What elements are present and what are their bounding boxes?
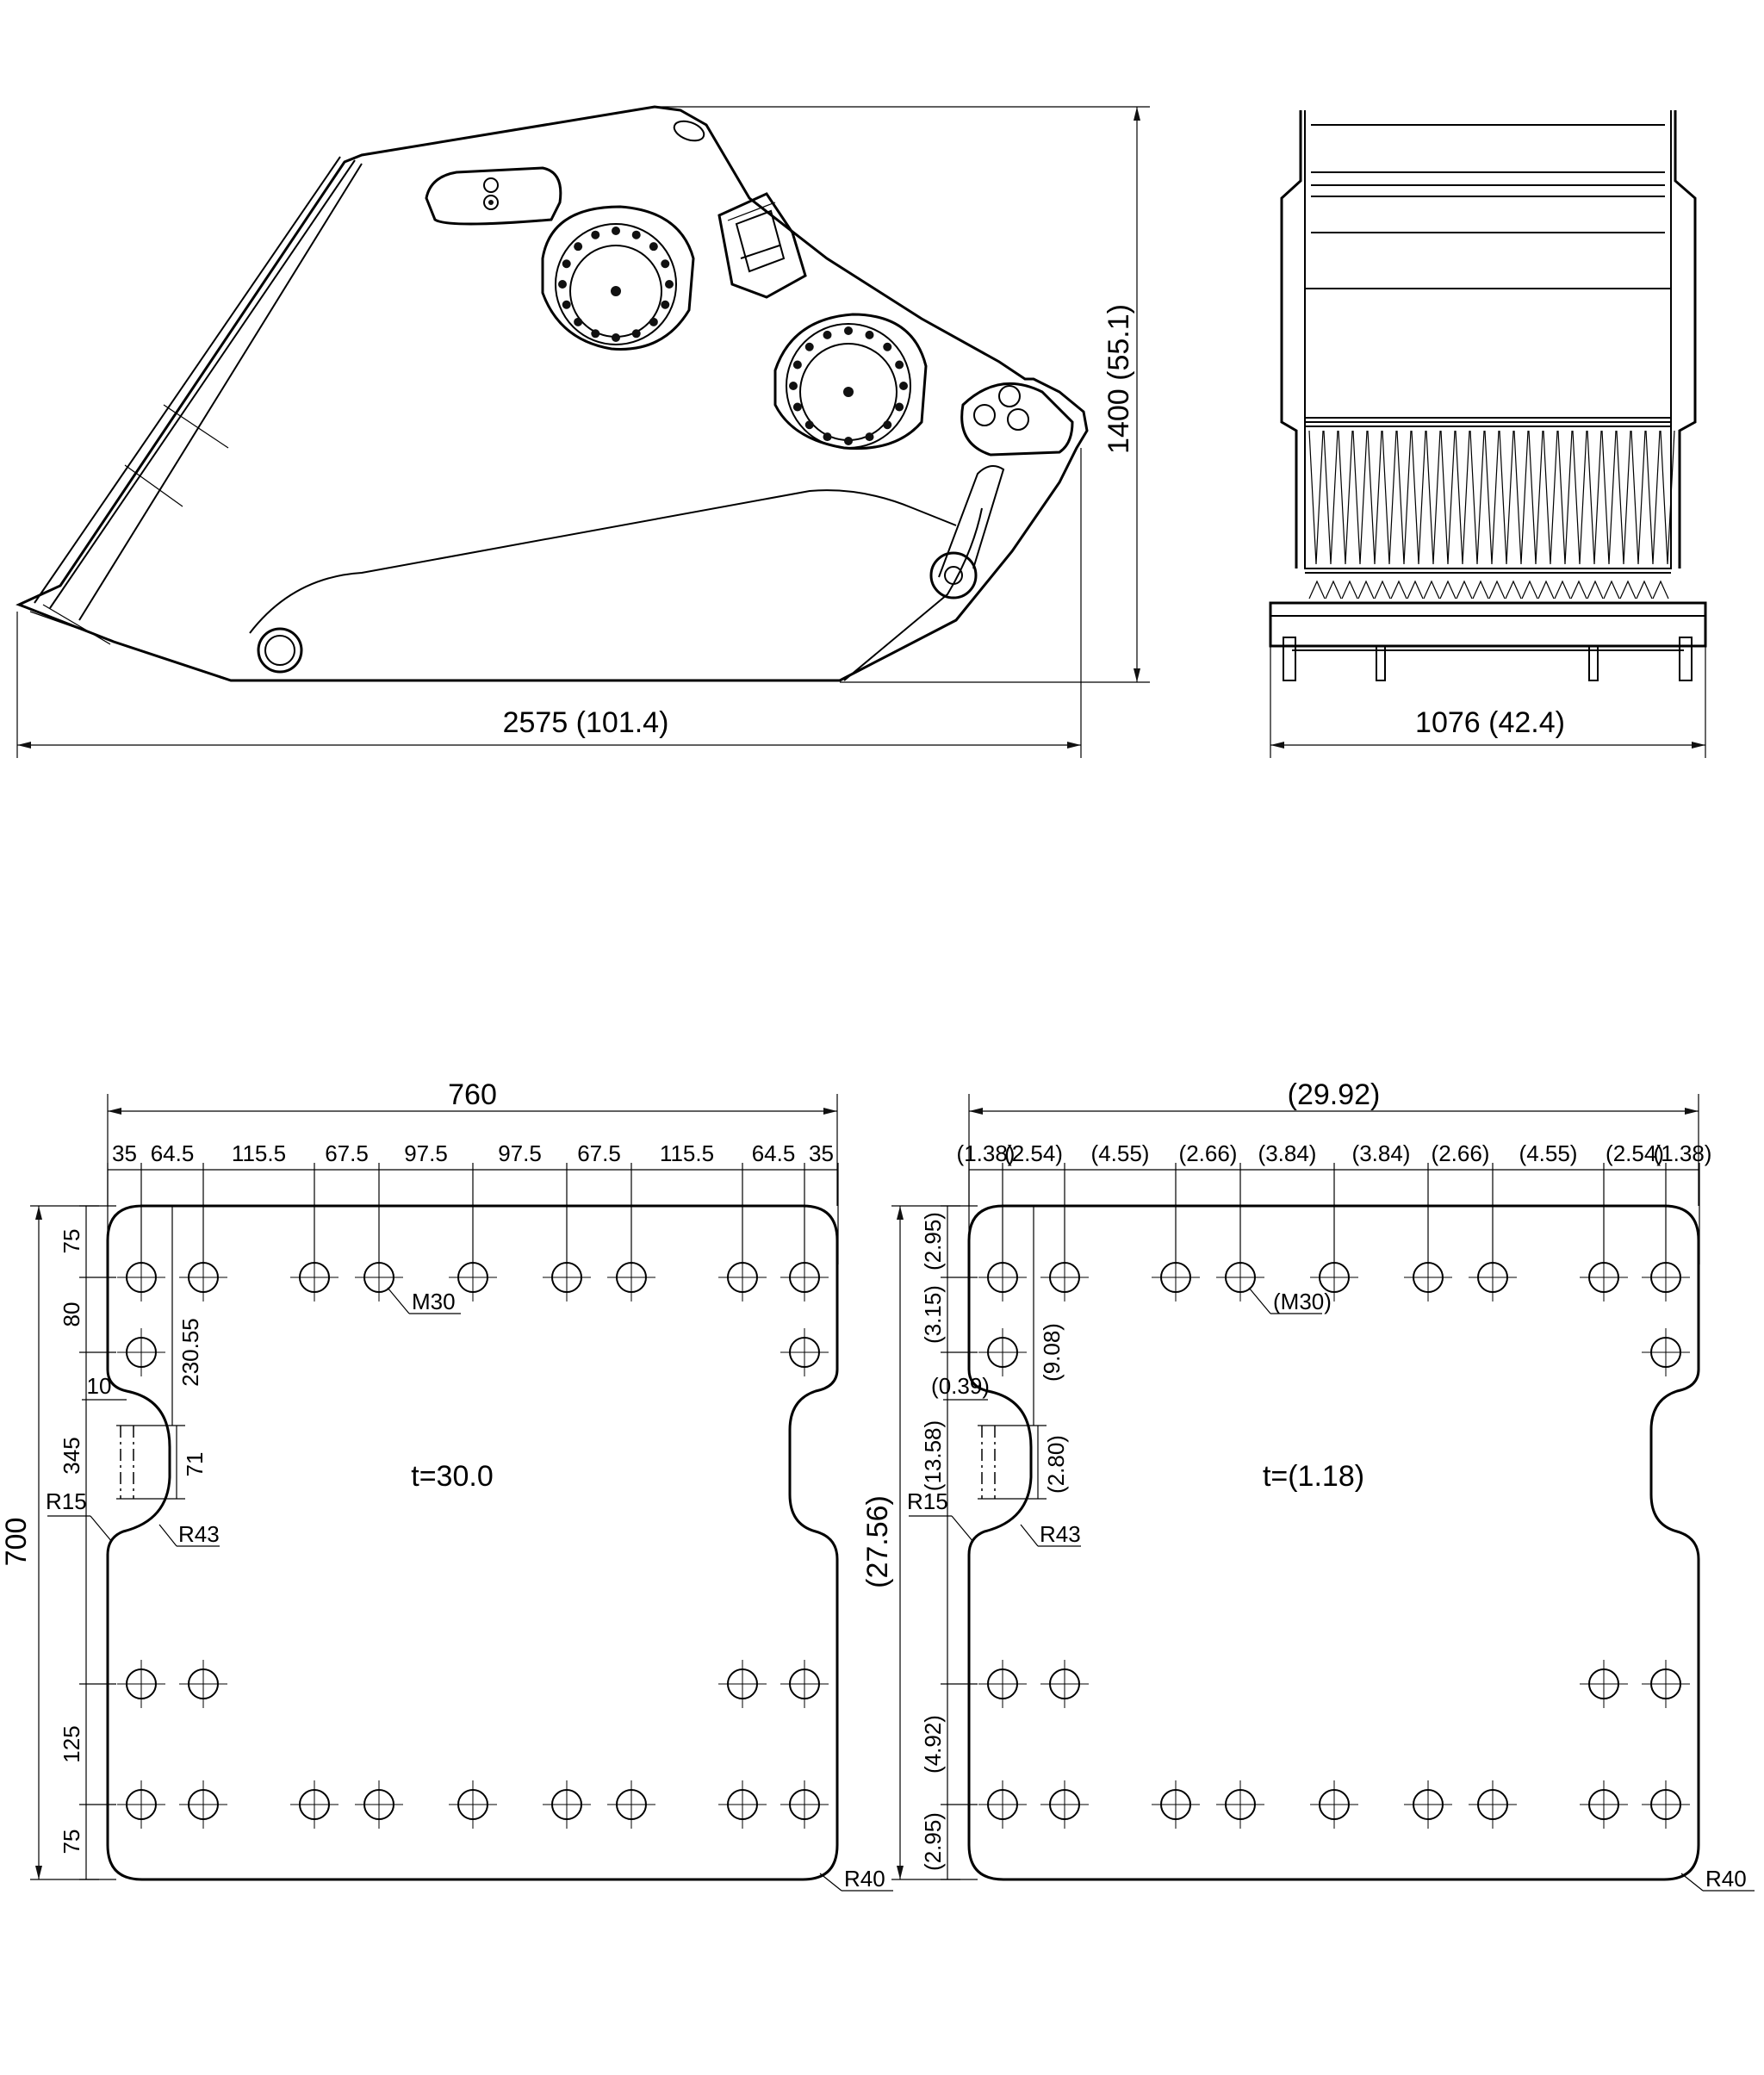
plate-thickness: t=30.0	[411, 1460, 493, 1493]
hydraulic-boss	[960, 382, 1074, 457]
hole-spacing-label: (4.55)	[1091, 1140, 1150, 1166]
side-view: 2575 (101.4) 1400 (55.1)	[16, 105, 1150, 758]
radius-small-label: R15	[907, 1488, 948, 1514]
plate-total-height: (27.56)	[861, 1495, 894, 1588]
radius-notch-label: R43	[1040, 1521, 1081, 1547]
vertical-spacing-label: 75	[59, 1229, 84, 1254]
hole-spacing-label: 64.5	[151, 1140, 195, 1166]
hole-spacing-label: (4.55)	[1519, 1140, 1578, 1166]
notch-depth-label: (0.39)	[931, 1373, 990, 1399]
vertical-spacing-label: (2.95)	[920, 1212, 946, 1270]
side-height-label: 1400 (55.1)	[1102, 304, 1135, 454]
hole-spacing-label: 67.5	[325, 1140, 369, 1166]
plate-total-width: (29.92)	[1288, 1078, 1381, 1111]
rotary-motor-upper	[541, 205, 695, 351]
side-width-label: 2575 (101.4)	[503, 706, 669, 739]
hole-spacing-label: (3.84)	[1258, 1140, 1317, 1166]
plate-thickness: t=(1.18)	[1263, 1460, 1364, 1493]
coupler	[717, 192, 807, 299]
notch-depth-label: 10	[87, 1373, 112, 1399]
mounting-plate-metric: 760 35 64.5 115.5 67.5 97.5 97.5 67.5 115.5 64.5 3…	[0, 1078, 893, 1892]
plate-total-height: 700	[0, 1518, 33, 1567]
pin-circle-outer	[257, 627, 303, 674]
hole-spacing-label: (2.66)	[1179, 1140, 1238, 1166]
top-slot	[673, 120, 705, 142]
inner-dim-2: 71	[182, 1452, 208, 1477]
vertical-spacing-label: (3.15)	[920, 1285, 946, 1344]
vertical-spacing-label: 75	[59, 1830, 84, 1854]
front-width-label: 1076 (42.4)	[1415, 706, 1565, 739]
front-view: 1076 (42.4)	[1269, 110, 1707, 758]
hole-spacing-label: 64.5	[752, 1140, 796, 1166]
hole-spacing-label: (1.38)	[957, 1140, 1016, 1166]
hole-spacing-label: 97.5	[498, 1140, 542, 1166]
vertical-spacing-label: 80	[59, 1302, 84, 1327]
hole-spacing-label: (2.54)	[1606, 1140, 1664, 1166]
thread-callout: (M30)	[1273, 1289, 1332, 1314]
valve-block	[425, 166, 562, 226]
hole-spacing-label: 35	[112, 1140, 137, 1166]
vertical-spacing-label: (2.95)	[920, 1812, 946, 1871]
vertical-spacing-label: (13.58)	[920, 1420, 946, 1491]
hole-spacing-label: 115.5	[232, 1140, 286, 1166]
hole-spacing-label: (3.84)	[1352, 1140, 1411, 1166]
hole-spacing-label: 67.5	[577, 1140, 621, 1166]
hole-spacing-label: (2.66)	[1432, 1140, 1490, 1166]
hole-spacing-label: (1.38)	[1654, 1140, 1712, 1166]
hole-spacing-label: 115.5	[660, 1140, 714, 1166]
radius-small-label: R15	[46, 1488, 87, 1514]
mounting-plate-imperial: (29.92)(1.38)(2.54)(4.55)(2.66)(3.84)(3.…	[861, 1078, 1755, 1892]
hole-spacing-label: (2.54)	[1004, 1140, 1063, 1166]
vertical-spacing-label: (4.92)	[920, 1715, 946, 1774]
radius-notch-label: R43	[178, 1521, 220, 1547]
hole-spacing-label: 35	[809, 1140, 834, 1166]
inner-dim-1: 230.55	[177, 1318, 203, 1387]
hole-spacing-label: 97.5	[404, 1140, 448, 1166]
vertical-spacing-label: 125	[59, 1725, 84, 1762]
inner-dim-2: (2.80)	[1043, 1435, 1069, 1494]
thread-callout: M30	[412, 1289, 456, 1314]
vertical-spacing-label: 345	[59, 1437, 84, 1474]
plate-total-width: 760	[448, 1078, 497, 1111]
inner-dim-1: (9.08)	[1039, 1323, 1065, 1382]
pin-circle-inner	[264, 635, 295, 666]
lever-pin	[929, 551, 978, 600]
corner-radius-label: R40	[1705, 1866, 1747, 1892]
corner-radius-label: R40	[844, 1866, 885, 1892]
rotary-motor-lower	[773, 313, 928, 450]
